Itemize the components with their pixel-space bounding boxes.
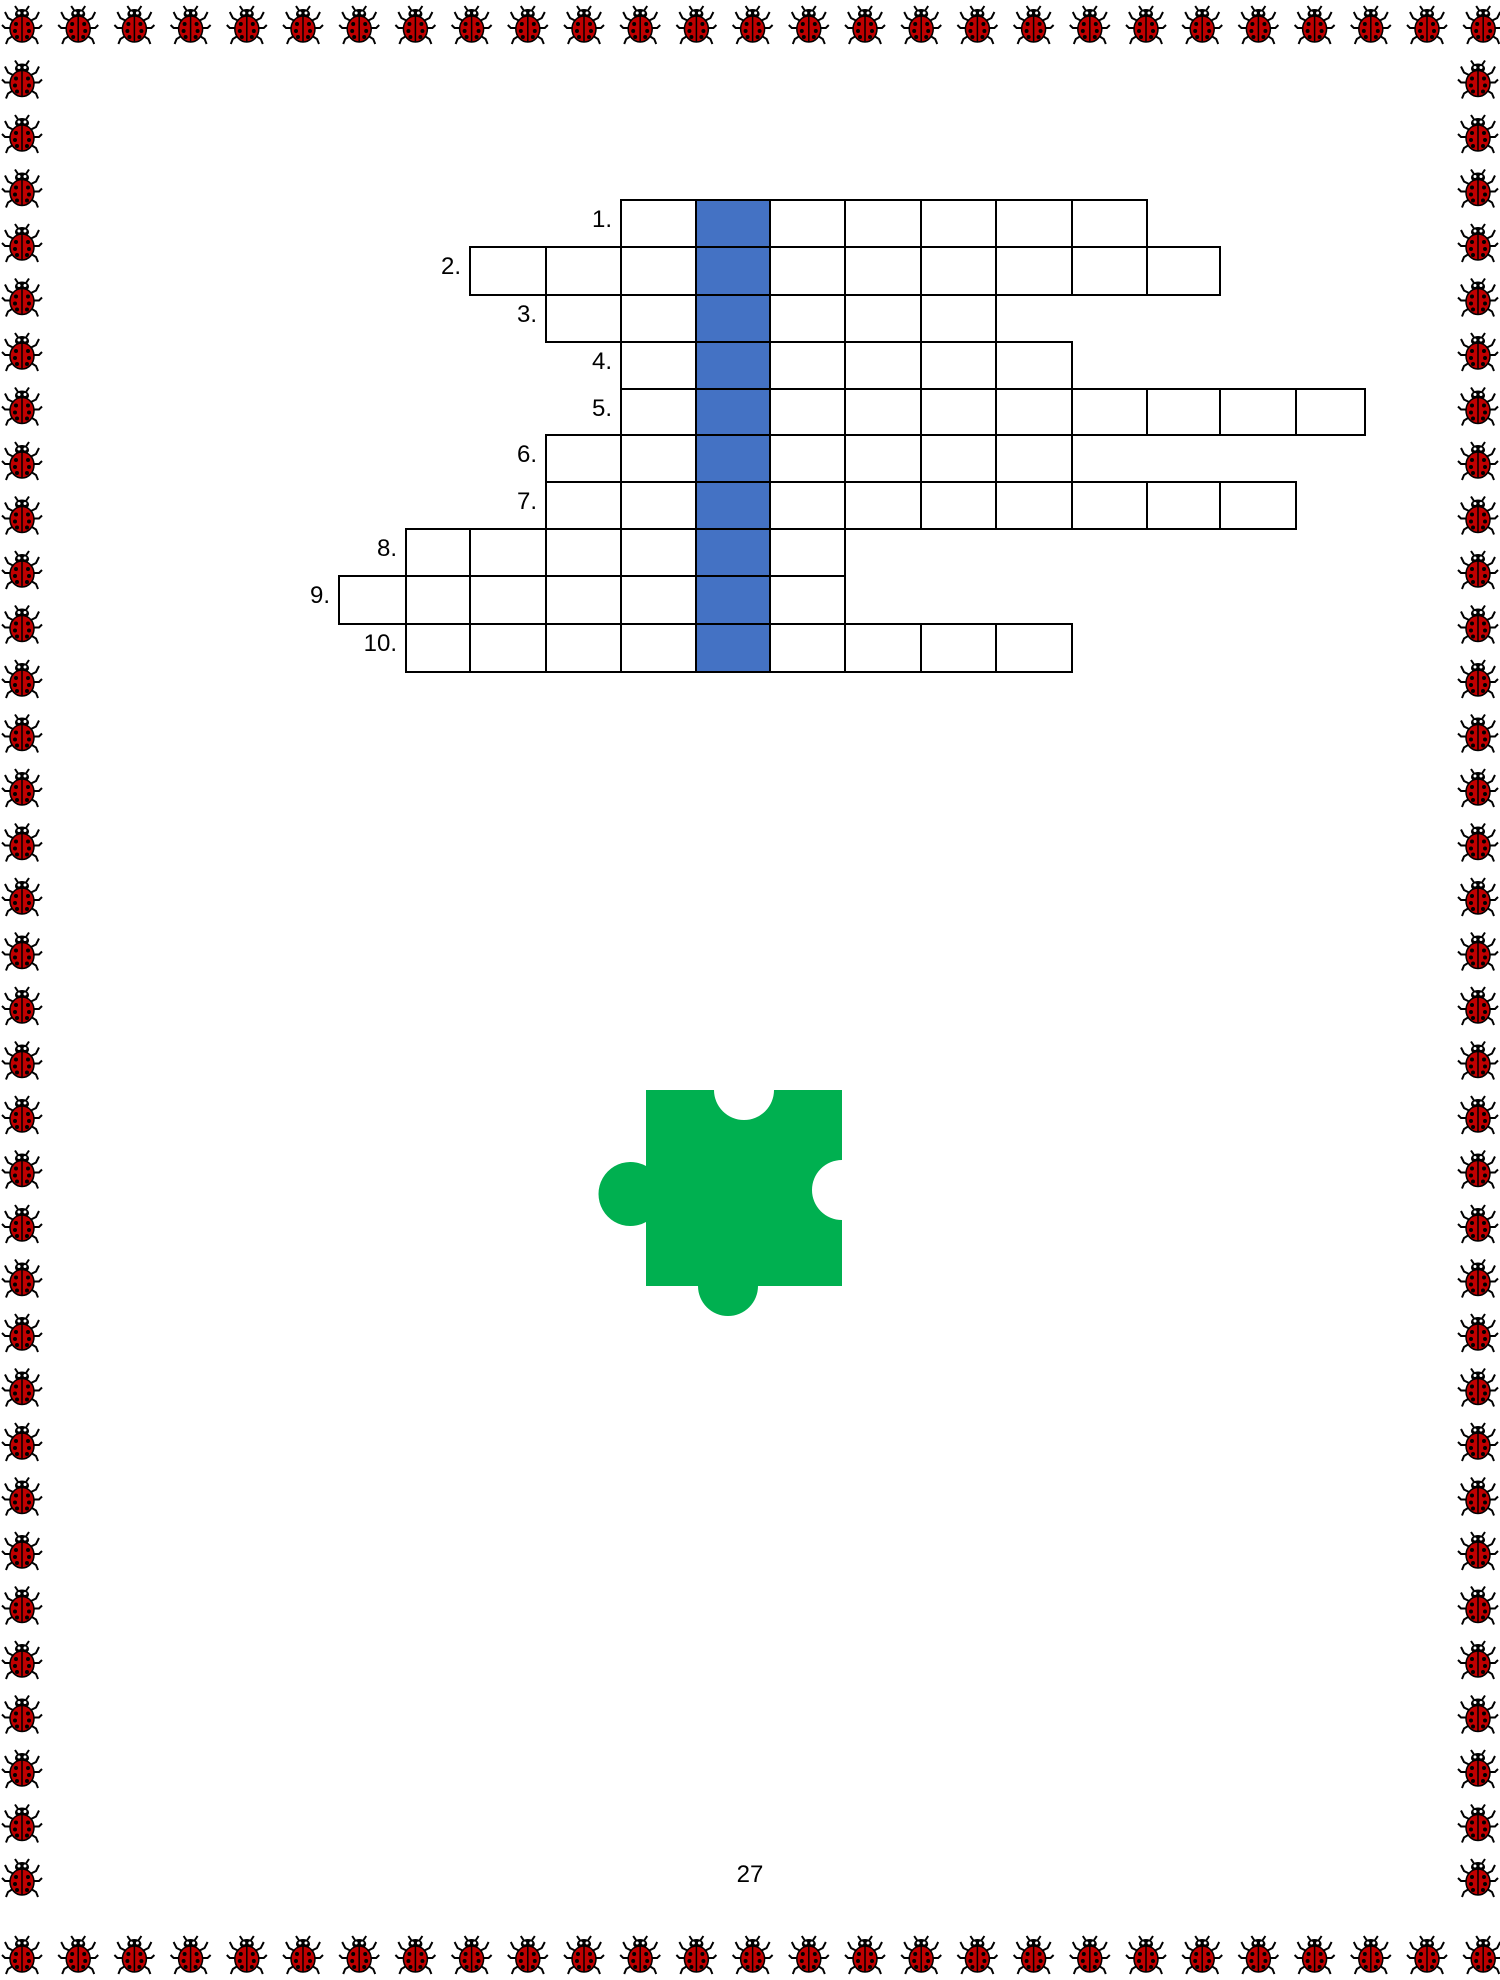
- crossword-cell[interactable]: [545, 246, 622, 296]
- crossword-cell[interactable]: [844, 623, 922, 673]
- crossword-cell[interactable]: [920, 199, 997, 248]
- crossword-cell[interactable]: [545, 434, 622, 483]
- crossword-cell[interactable]: [469, 528, 547, 577]
- crossword-cell[interactable]: [620, 246, 697, 296]
- crossword-cell-highlighted[interactable]: [695, 623, 771, 673]
- crossword-cell[interactable]: [1071, 481, 1148, 530]
- crossword-cell[interactable]: [405, 575, 471, 625]
- crossword-cell[interactable]: [769, 434, 846, 483]
- crossword-cell-highlighted[interactable]: [695, 246, 771, 296]
- crossword-cell[interactable]: [769, 481, 846, 530]
- clue-number: 9.: [270, 581, 330, 611]
- crossword-cell[interactable]: [545, 623, 622, 673]
- crossword-cell-highlighted[interactable]: [695, 388, 771, 436]
- crossword-cell[interactable]: [1219, 388, 1297, 436]
- crossword-cell[interactable]: [995, 388, 1073, 436]
- crossword-cell[interactable]: [995, 246, 1073, 296]
- crossword-cell[interactable]: [338, 575, 407, 625]
- crossword-cell[interactable]: [769, 388, 846, 436]
- crossword-cell[interactable]: [995, 481, 1073, 530]
- clue-number: 5.: [552, 394, 612, 424]
- crossword-cell[interactable]: [920, 434, 997, 483]
- puzzle-piece-icon: [570, 1090, 850, 1370]
- crossword-cell[interactable]: [844, 199, 922, 248]
- crossword-cell[interactable]: [920, 341, 997, 390]
- clue-number: 3.: [477, 300, 537, 330]
- crossword-cell[interactable]: [545, 481, 622, 530]
- crossword-cell[interactable]: [769, 199, 846, 248]
- clue-number: 6.: [477, 440, 537, 470]
- crossword-cell[interactable]: [405, 528, 471, 577]
- crossword-cell[interactable]: [1146, 388, 1221, 436]
- crossword-cell-highlighted[interactable]: [695, 199, 771, 248]
- crossword-cell[interactable]: [920, 481, 997, 530]
- crossword-cell[interactable]: [1146, 246, 1221, 296]
- clue-number: 1.: [552, 205, 612, 235]
- crossword-cell[interactable]: [844, 341, 922, 390]
- crossword-cell[interactable]: [769, 528, 846, 577]
- crossword-cell[interactable]: [844, 434, 922, 483]
- crossword-cell[interactable]: [844, 246, 922, 296]
- crossword-cell[interactable]: [1219, 481, 1297, 530]
- crossword-cell[interactable]: [769, 246, 846, 296]
- crossword-cell[interactable]: [995, 199, 1073, 248]
- page-number: 27: [700, 1860, 800, 1890]
- crossword-cell[interactable]: [844, 294, 922, 343]
- crossword-cell-highlighted[interactable]: [695, 575, 771, 625]
- crossword-cell[interactable]: [469, 623, 547, 673]
- crossword-cell[interactable]: [620, 199, 697, 248]
- clue-number: 7.: [477, 487, 537, 517]
- crossword-cell[interactable]: [620, 434, 697, 483]
- crossword-cell[interactable]: [620, 623, 697, 673]
- crossword-cell[interactable]: [920, 246, 997, 296]
- crossword-cell[interactable]: [545, 575, 622, 625]
- crossword-cell[interactable]: [995, 434, 1073, 483]
- crossword-cell[interactable]: [1071, 199, 1148, 248]
- crossword-cell[interactable]: [769, 575, 846, 625]
- crossword-cell[interactable]: [620, 481, 697, 530]
- crossword-cell-highlighted[interactable]: [695, 481, 771, 530]
- crossword-cell[interactable]: [545, 294, 622, 343]
- crossword-cell[interactable]: [769, 294, 846, 343]
- crossword-cell[interactable]: [769, 341, 846, 390]
- crossword-cell[interactable]: [620, 388, 697, 436]
- crossword-cell[interactable]: [920, 388, 997, 436]
- clue-number: 10.: [337, 629, 397, 659]
- crossword-cell-highlighted[interactable]: [695, 341, 771, 390]
- crossword-cell[interactable]: [920, 623, 997, 673]
- crossword-cell[interactable]: [469, 246, 547, 296]
- crossword-cell[interactable]: [1071, 388, 1148, 436]
- crossword-cell[interactable]: [995, 341, 1073, 390]
- crossword-cell[interactable]: [545, 528, 622, 577]
- crossword-cell-highlighted[interactable]: [695, 434, 771, 483]
- clue-number: 2.: [401, 252, 461, 282]
- clue-number: 4.: [552, 347, 612, 377]
- crossword-cell[interactable]: [1071, 246, 1148, 296]
- crossword-cell[interactable]: [469, 575, 547, 625]
- crossword-cell[interactable]: [620, 528, 697, 577]
- crossword-cell-highlighted[interactable]: [695, 294, 771, 343]
- crossword-cell[interactable]: [769, 623, 846, 673]
- clue-number: 8.: [337, 534, 397, 564]
- crossword-cell[interactable]: [995, 623, 1073, 673]
- crossword-cell[interactable]: [844, 388, 922, 436]
- crossword-cell[interactable]: [1146, 481, 1221, 530]
- crossword-cell-highlighted[interactable]: [695, 528, 771, 577]
- crossword-cell[interactable]: [620, 575, 697, 625]
- crossword-cell[interactable]: [620, 294, 697, 343]
- crossword-cell[interactable]: [620, 341, 697, 390]
- crossword-cell[interactable]: [920, 294, 997, 343]
- crossword-cell[interactable]: [1295, 388, 1366, 436]
- crossword-cell[interactable]: [405, 623, 471, 673]
- crossword-cell[interactable]: [844, 481, 922, 530]
